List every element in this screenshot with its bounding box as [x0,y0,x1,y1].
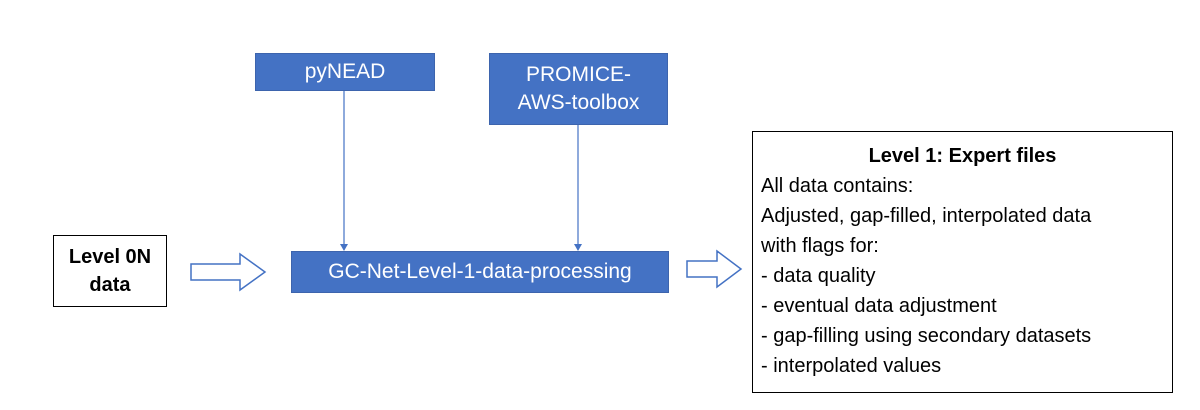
level1-box: Level 1: Expert files All data contains:… [752,131,1173,393]
level1-line: All data contains: [761,175,914,197]
level0-label-line1: Level 0N [68,246,152,268]
promice-aws-toolbox-box: PROMICE- AWS-toolbox [489,53,668,125]
level1-line: Adjusted, gap-filled, interpolated data [761,205,1092,227]
level1-line: - gap-filling using secondary datasets [761,325,1092,347]
level0-label-line2: data [89,274,131,296]
pynead-label: pyNEAD [304,60,386,83]
level0-box: Level 0N data [53,235,167,307]
level1-line: - data quality [761,265,876,287]
level1-line: with flags for: [761,235,879,257]
level1-title: Level 1: Expert files [868,145,1057,167]
promice-label-line1: PROMICE- [525,63,631,86]
processing-box: GC-Net-Level-1-data-processing [291,251,669,293]
processing-to-level1-arrow [686,249,743,289]
level1-line: - eventual data adjustment [761,295,997,317]
pynead-box: pyNEAD [255,53,435,91]
processing-label: GC-Net-Level-1-data-processing [328,260,632,283]
promice-label-line2: AWS-toolbox [517,91,640,114]
level0-to-processing-arrow [190,252,267,292]
level1-line: - interpolated values [761,355,942,377]
